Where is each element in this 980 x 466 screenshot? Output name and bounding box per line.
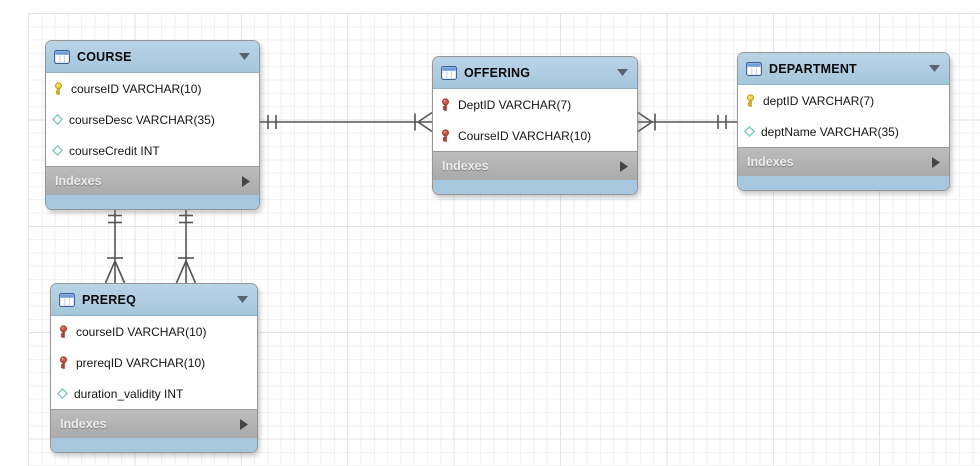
indexes-section[interactable]: Indexes: [51, 409, 257, 438]
column-row[interactable]: CourseID VARCHAR(10): [433, 120, 637, 151]
collapse-triangle-icon[interactable]: [239, 53, 250, 60]
indexes-label: Indexes: [60, 417, 107, 431]
collapse-triangle-icon[interactable]: [617, 69, 628, 76]
primary-key-icon: [52, 82, 65, 95]
column-text: DeptID VARCHAR(7): [458, 97, 572, 112]
table-department-header[interactable]: DEPARTMENT: [738, 53, 949, 85]
column-row[interactable]: deptName VARCHAR(35): [738, 116, 949, 147]
column-text: CourseID VARCHAR(10): [458, 128, 592, 143]
column-text: courseCredit INT: [69, 143, 160, 158]
attribute-diamond-icon: [57, 388, 68, 399]
foreign-key-icon: [439, 98, 452, 111]
column-text: prereqID VARCHAR(10): [76, 355, 206, 370]
column-text: courseID VARCHAR(10): [76, 324, 207, 339]
table-icon: [441, 66, 457, 80]
column-row[interactable]: courseID VARCHAR(10): [46, 73, 259, 104]
column-text: duration_validity INT: [74, 386, 184, 401]
table-offering[interactable]: OFFERING DeptID VARCHAR(7) CourseID VARC…: [432, 56, 638, 195]
indexes-label: Indexes: [442, 159, 489, 173]
table-title: PREREQ: [82, 292, 136, 307]
table-footer-strip: [51, 438, 257, 452]
collapse-triangle-icon[interactable]: [929, 65, 940, 72]
expand-triangle-icon[interactable]: [932, 157, 940, 168]
table-title: DEPARTMENT: [769, 61, 857, 76]
column-text: deptID VARCHAR(7): [763, 93, 875, 108]
table-icon: [54, 50, 70, 64]
table-prereq[interactable]: PREREQ courseID VARCHAR(10) prereqID VAR…: [50, 283, 258, 453]
column-row[interactable]: courseID VARCHAR(10): [51, 316, 257, 347]
expand-triangle-icon[interactable]: [242, 176, 250, 187]
attribute-diamond-icon: [52, 145, 63, 156]
column-row[interactable]: courseDesc VARCHAR(35): [46, 104, 259, 135]
indexes-section[interactable]: Indexes: [738, 147, 949, 176]
column-text: deptName VARCHAR(35): [761, 124, 899, 139]
foreign-key-icon: [57, 356, 70, 369]
column-row[interactable]: deptID VARCHAR(7): [738, 85, 949, 116]
indexes-section[interactable]: Indexes: [46, 166, 259, 195]
attribute-diamond-icon: [52, 114, 63, 125]
collapse-triangle-icon[interactable]: [237, 296, 248, 303]
attribute-diamond-icon: [744, 126, 755, 137]
table-footer-strip: [46, 195, 259, 209]
column-text: courseID VARCHAR(10): [71, 81, 202, 96]
table-footer-strip: [433, 180, 637, 194]
table-footer-strip: [738, 176, 949, 190]
expand-triangle-icon[interactable]: [240, 419, 248, 430]
table-offering-header[interactable]: OFFERING: [433, 57, 637, 89]
column-text: courseDesc VARCHAR(35): [69, 112, 215, 127]
foreign-key-icon: [57, 325, 70, 338]
expand-triangle-icon[interactable]: [620, 161, 628, 172]
foreign-key-icon: [439, 129, 452, 142]
table-department[interactable]: DEPARTMENT deptID VARCHAR(7) deptName VA…: [737, 52, 950, 191]
indexes-section[interactable]: Indexes: [433, 151, 637, 180]
column-row[interactable]: duration_validity INT: [51, 378, 257, 409]
table-course[interactable]: COURSE courseID VARCHAR(10) courseDesc V…: [45, 40, 260, 210]
table-course-header[interactable]: COURSE: [46, 41, 259, 73]
column-row[interactable]: courseCredit INT: [46, 135, 259, 166]
table-title: COURSE: [77, 49, 132, 64]
table-prereq-header[interactable]: PREREQ: [51, 284, 257, 316]
table-icon: [59, 293, 75, 307]
column-row[interactable]: DeptID VARCHAR(7): [433, 89, 637, 120]
primary-key-icon: [744, 94, 757, 107]
indexes-label: Indexes: [747, 155, 794, 169]
table-icon: [746, 62, 762, 76]
column-row[interactable]: prereqID VARCHAR(10): [51, 347, 257, 378]
table-title: OFFERING: [464, 65, 531, 80]
indexes-label: Indexes: [55, 174, 102, 188]
